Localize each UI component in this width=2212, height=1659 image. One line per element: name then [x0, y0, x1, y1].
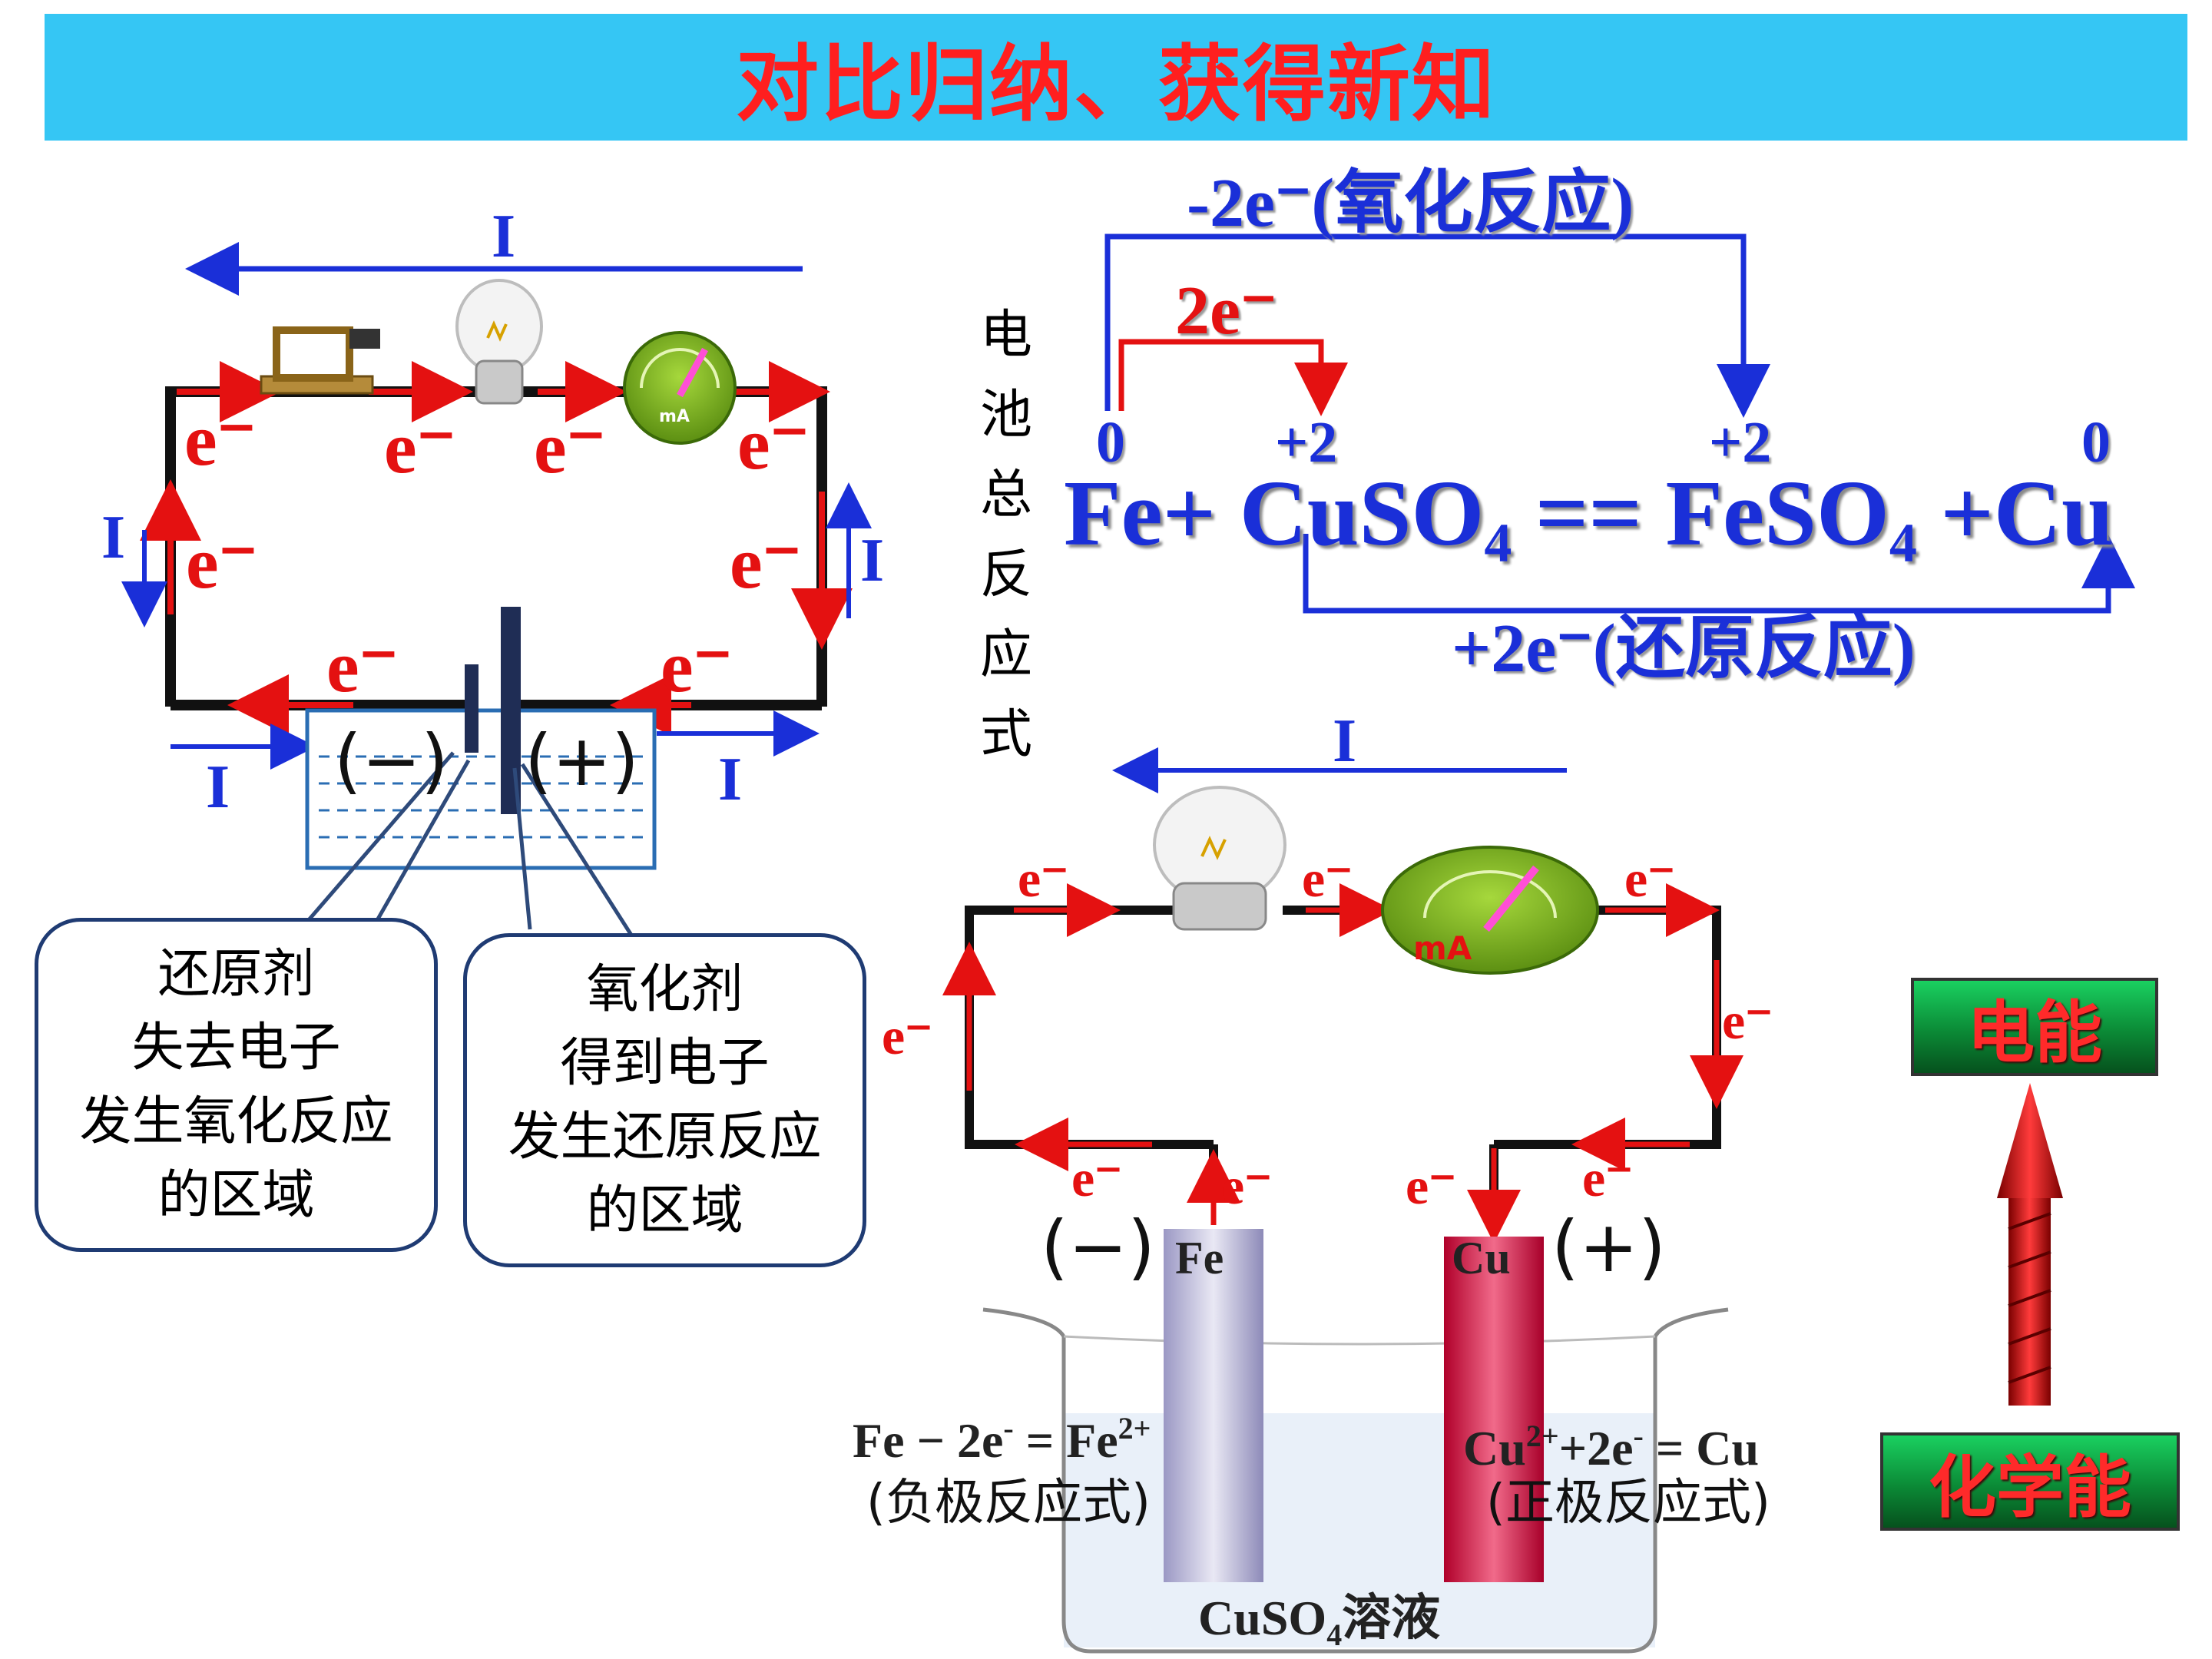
electron-label: e⁻ [882, 1007, 933, 1065]
meter-label: mA [659, 407, 690, 426]
bubble-line: 氧化剂 [586, 959, 743, 1020]
reduction-transfer-label: +2e⁻(还原反应) [1452, 611, 1916, 687]
anode-half-equation: Fe − 2e- = Fe2+ [853, 1411, 1151, 1468]
cathode-sign: (+) [525, 720, 639, 802]
page-title: 对比归纳、获得新知 [735, 36, 1496, 133]
electron-label: e⁻ [1624, 849, 1676, 908]
cathode-half-note: (正极反应式) [1486, 1475, 1770, 1532]
electron-label: e⁻ [534, 406, 606, 488]
fe-electrode [1164, 1229, 1263, 1582]
ox-state-fe-product: +2 [1709, 410, 1772, 475]
cathode-half-equation: Cu2++2e- = Cu [1463, 1419, 1760, 1475]
electron-label: e⁻ [1221, 1157, 1273, 1215]
chemical-energy-label: 化学能 [1928, 1447, 2131, 1527]
ox-state-cu-reactant: +2 [1275, 410, 1338, 475]
cell-equation: Fe+ CuSO4 == FeSO4 +Cu [1064, 462, 2114, 574]
chemical-energy-box: 化学能 [1880, 1432, 2180, 1531]
current-label: I [206, 753, 230, 821]
current-label: I [492, 203, 516, 270]
cu-electrode [1444, 1237, 1544, 1582]
electron-label: e⁻ [1722, 992, 1773, 1050]
ox-state-cu-product: 0 [2081, 410, 2111, 475]
electron-label: e⁻ [730, 522, 802, 604]
lightbulb-icon [455, 279, 543, 405]
electron-label: e⁻ [184, 399, 257, 481]
electron-label: e⁻ [1302, 849, 1353, 908]
ammeter-icon [623, 331, 737, 445]
electron-label: e⁻ [1018, 849, 1069, 908]
bubble-pointers [306, 751, 640, 946]
current-label: I [1333, 707, 1357, 775]
current-label: I [860, 527, 885, 594]
electron-label: e⁻ [1071, 1149, 1123, 1207]
switch-icon [260, 326, 380, 395]
electric-energy-label: 电能 [1966, 992, 2102, 1072]
current-label: I [101, 504, 126, 571]
energy-conversion-arrow [1997, 1083, 2063, 1406]
oxidizer-bubble: 氧化剂 得到电子 发生还原反应 的区域 [463, 933, 866, 1267]
electron-label: e⁻ [1582, 1149, 1634, 1207]
right-electron-flow [942, 883, 1743, 1243]
anode-sign: (−) [334, 720, 449, 802]
electron-label: e⁻ [1406, 1157, 1457, 1215]
equation-brackets [1104, 233, 2135, 614]
cathode-metal-label: Cu [1452, 1233, 1511, 1283]
bubble-line: 得到电子 [560, 1032, 770, 1094]
bubble-line: 发生氧化反应 [79, 1091, 393, 1152]
electron-label: e⁻ [384, 406, 456, 488]
left-electron-flow [140, 361, 853, 736]
solution-label: CuSO4溶液 [1198, 1591, 1441, 1652]
equation-side-label: 电 池 总 反 应 式 [979, 305, 1032, 765]
inner-transfer-label: 2e⁻ [1175, 273, 1277, 349]
cathode-sign: (+) [1551, 1206, 1666, 1288]
beaker [982, 1307, 1729, 1654]
bubble-line: 的区域 [586, 1180, 743, 1241]
oxidation-transfer-label: -2e⁻(氧化反应) [1187, 165, 1634, 241]
current-label: I [718, 746, 743, 813]
electron-label: e⁻ [326, 625, 399, 707]
anode-half-note: (负极反应式) [866, 1475, 1151, 1532]
bubble-line: 失去电子 [131, 1017, 341, 1078]
lightbulb-icon [1153, 786, 1286, 931]
meter-label: mA [1413, 929, 1472, 967]
anode-metal-label: Fe [1175, 1233, 1224, 1283]
bubble-line: 发生还原反应 [508, 1106, 822, 1167]
reducer-bubble: 还原剂 失去电子 发生氧化反应 的区域 [35, 918, 438, 1252]
title-banner: 对比归纳、获得新知 [45, 14, 2187, 141]
bubble-line: 的区域 [157, 1164, 315, 1226]
electric-energy-box: 电能 [1911, 978, 2158, 1076]
bubble-line: 还原剂 [157, 943, 315, 1005]
electron-label: e⁻ [186, 522, 258, 604]
ox-state-fe: 0 [1096, 410, 1125, 475]
anode-sign: (−) [1041, 1206, 1155, 1288]
electron-label: e⁻ [661, 625, 733, 707]
ammeter-icon [1381, 846, 1599, 975]
electron-label: e⁻ [737, 402, 810, 485]
